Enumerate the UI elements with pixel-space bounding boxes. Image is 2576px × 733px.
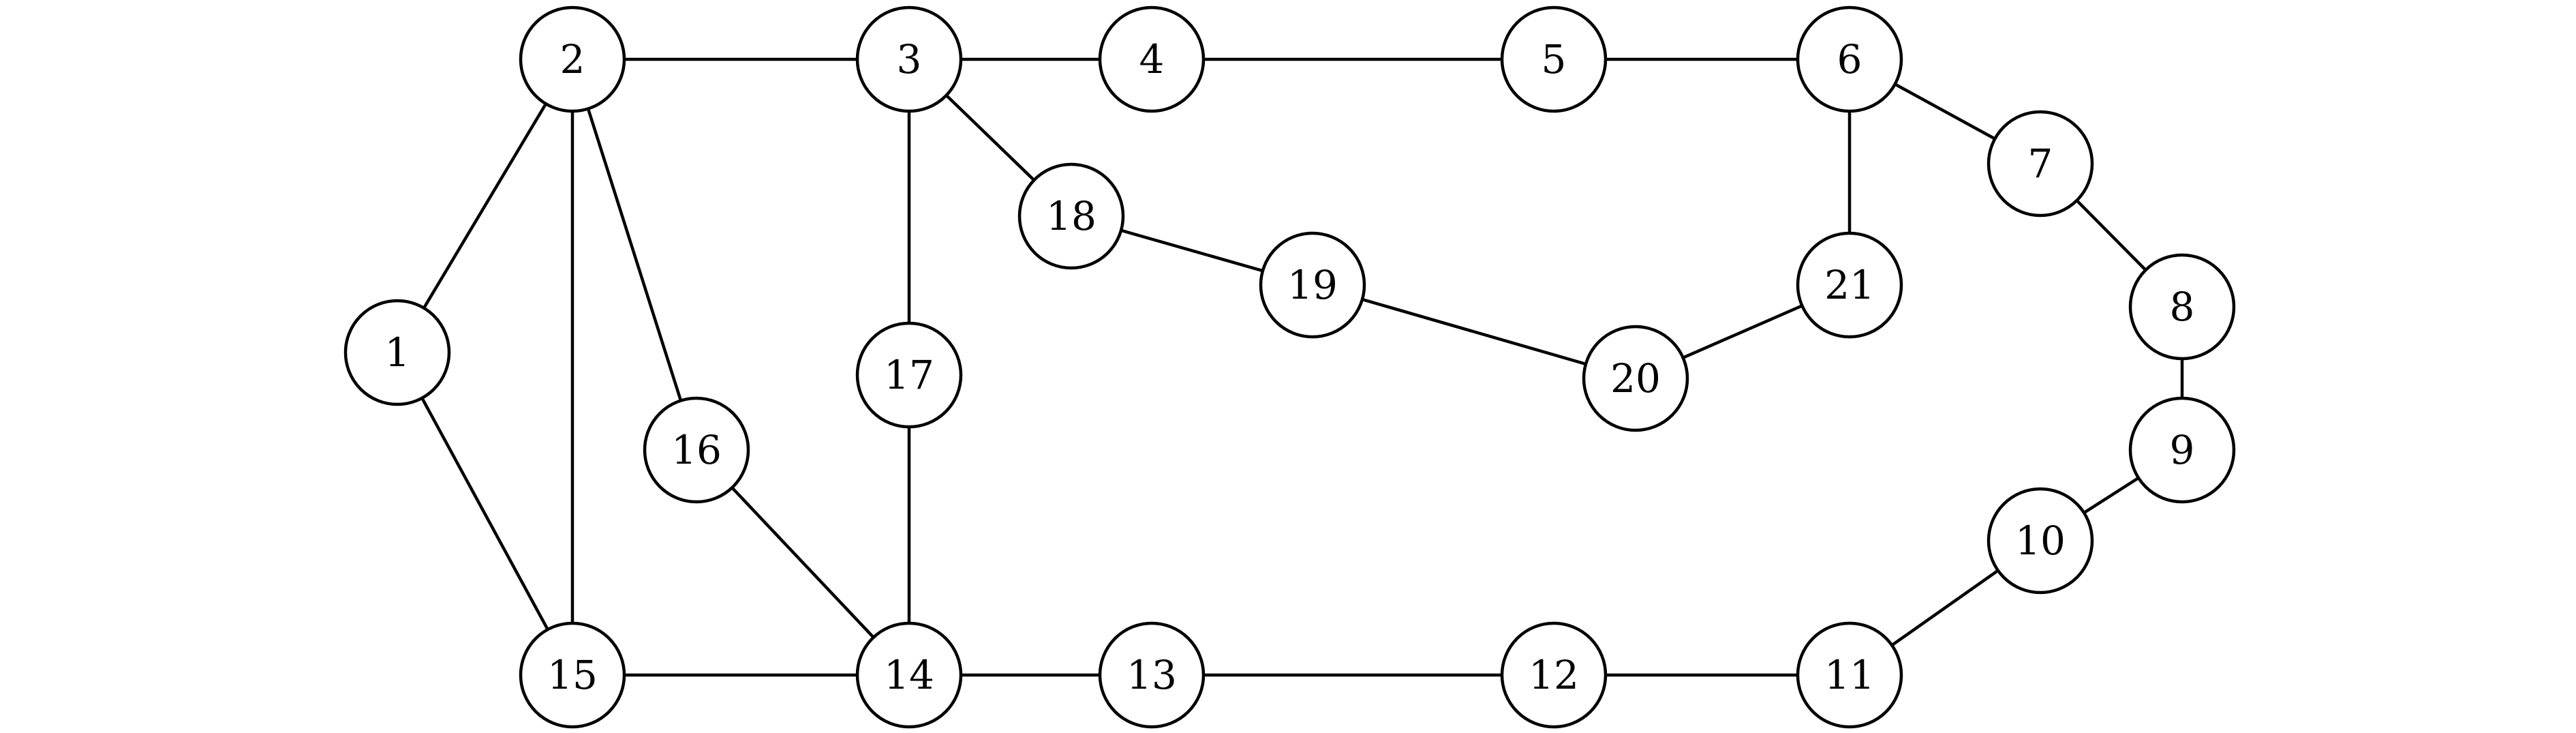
node-label: 17 bbox=[884, 352, 934, 398]
edge-1-2 bbox=[396, 58, 574, 354]
node-label: 19 bbox=[1287, 262, 1338, 308]
node-9: 9 bbox=[2128, 396, 2236, 504]
node-8: 8 bbox=[2128, 253, 2236, 361]
node-circle bbox=[855, 5, 963, 113]
node-label: 8 bbox=[2170, 284, 2195, 330]
node-7: 7 bbox=[1987, 110, 2094, 218]
node-label: 12 bbox=[1529, 652, 1579, 698]
node-label: 11 bbox=[1824, 652, 1875, 698]
node-label: 1 bbox=[385, 329, 410, 376]
node-label: 6 bbox=[1837, 36, 1862, 83]
node-label: 18 bbox=[1046, 193, 1097, 239]
node-20: 20 bbox=[1582, 325, 1689, 432]
node-14: 14 bbox=[855, 621, 963, 729]
node-label: 15 bbox=[547, 652, 598, 698]
node-circle bbox=[1500, 5, 1608, 113]
node-circle bbox=[1098, 5, 1206, 113]
node-circle bbox=[1017, 162, 1125, 270]
node-label: 14 bbox=[884, 652, 934, 698]
node-label: 3 bbox=[897, 36, 922, 83]
node-circle bbox=[343, 299, 451, 406]
node-circle bbox=[2128, 253, 2236, 361]
node-21: 21 bbox=[1796, 231, 1903, 339]
edge-19-20 bbox=[1312, 283, 1636, 380]
node-circle bbox=[855, 321, 963, 429]
node-label: 4 bbox=[1139, 36, 1165, 83]
node-1: 1 bbox=[343, 299, 451, 406]
node-circle bbox=[1796, 5, 1903, 113]
node-2: 2 bbox=[519, 5, 626, 113]
edge-layer bbox=[396, 57, 2184, 677]
node-label: 20 bbox=[1610, 355, 1661, 402]
node-label: 7 bbox=[2028, 140, 2053, 187]
node-label: 5 bbox=[1542, 36, 1567, 83]
node-6: 6 bbox=[1796, 5, 1903, 113]
node-circle bbox=[1098, 621, 1206, 729]
node-circle bbox=[1500, 621, 1608, 729]
node-label: 16 bbox=[671, 427, 722, 473]
node-label: 10 bbox=[2015, 518, 2066, 564]
edge-2-16 bbox=[570, 59, 699, 451]
node-label: 21 bbox=[1824, 262, 1875, 308]
node-circle bbox=[855, 621, 963, 729]
node-19: 19 bbox=[1259, 231, 1366, 339]
node-10: 10 bbox=[1987, 487, 2094, 595]
node-circle bbox=[1259, 231, 1366, 339]
node-15: 15 bbox=[519, 621, 626, 729]
node-11: 11 bbox=[1796, 621, 1903, 729]
node-circle bbox=[519, 5, 626, 113]
node-12: 12 bbox=[1500, 621, 1608, 729]
node-label: 13 bbox=[1126, 652, 1177, 698]
node-label: 9 bbox=[2170, 427, 2195, 473]
node-circle bbox=[1987, 487, 2094, 595]
node-13: 13 bbox=[1098, 621, 1206, 729]
node-4: 4 bbox=[1098, 5, 1206, 113]
node-3: 3 bbox=[855, 5, 963, 113]
node-circle bbox=[519, 621, 626, 729]
node-circle bbox=[1796, 231, 1903, 339]
node-circle bbox=[1582, 325, 1689, 432]
node-17: 17 bbox=[855, 321, 963, 429]
node-label: 2 bbox=[560, 36, 585, 83]
edge-1-15 bbox=[396, 351, 574, 676]
node-18: 18 bbox=[1017, 162, 1125, 270]
node-circle bbox=[1987, 110, 2094, 218]
node-circle bbox=[2128, 396, 2236, 504]
node-5: 5 bbox=[1500, 5, 1608, 113]
node-circle bbox=[643, 396, 750, 504]
node-16: 16 bbox=[643, 396, 750, 504]
node-circle bbox=[1796, 621, 1903, 729]
